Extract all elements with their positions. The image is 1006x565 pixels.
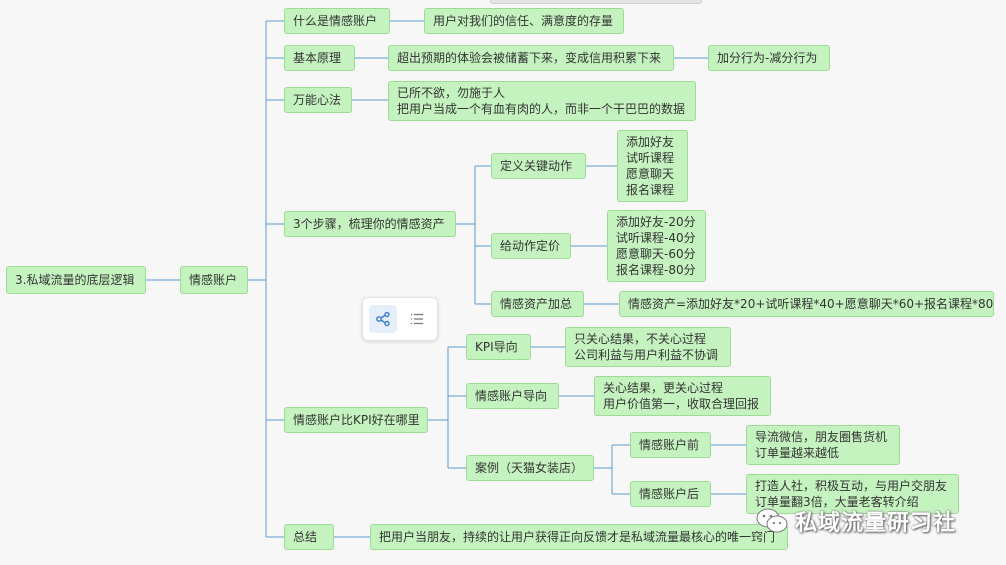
principle-sub[interactable]: 加分行为-减分行为 (708, 45, 830, 71)
view-mode-toolbar (362, 297, 438, 341)
universal-node[interactable]: 万能心法 (284, 87, 352, 113)
case-after-detail[interactable]: 打造人社，积极互动，与用户交朋友 订单量翻3倍，大量老客转介绍 (746, 474, 959, 514)
case-before-detail[interactable]: 导流微信，朋友圈售货机 订单量越来越低 (746, 425, 900, 465)
mindmap-icon (376, 311, 390, 327)
define-actions-detail[interactable]: 添加好友 试听课程 愿意聊天 报名课程 (617, 130, 688, 202)
asset-sum-detail[interactable]: 情感资产=添加好友*20+试听课程*40+愿意聊天*60+报名课程*80 (619, 291, 994, 317)
account-oriented-detail[interactable]: 关心结果，更关心过程 用户价值第一，收取合理回报 (594, 376, 771, 416)
case-before-node[interactable]: 情感账户前 (630, 432, 711, 458)
summary-detail[interactable]: 把用户当朋友，持续的让用户获得正向反馈才是私域流量最核心的唯一窍门 (370, 524, 788, 550)
case-node[interactable]: 案例（天猫女装店） (466, 455, 594, 481)
list-icon (411, 313, 423, 325)
kpi-compare-node[interactable]: 情感账户比KPI好在哪里 (284, 407, 428, 433)
top-scroll-hint (490, 0, 702, 4)
watermark: 私域流量研习社 (755, 505, 956, 537)
universal-detail[interactable]: 已所不欲，勿施于人把用户当成一个有血有肉的人，而非一个干巴巴的数据 (388, 81, 696, 121)
asset-sum-node[interactable]: 情感资产加总 (491, 291, 584, 317)
watermark-text: 私域流量研习社 (795, 511, 957, 536)
wechat-icon (756, 508, 788, 533)
kpi-oriented-node[interactable]: KPI导向 (466, 334, 531, 360)
case-after-node[interactable]: 情感账户后 (630, 481, 711, 507)
summary-node[interactable]: 总结 (284, 524, 334, 550)
steps-node[interactable]: 3个步骤，梳理你的情感资产 (284, 211, 456, 237)
root-topic[interactable]: 3.私域流量的底层逻辑 (6, 266, 146, 294)
principle-node[interactable]: 基本原理 (284, 45, 355, 71)
mindmap-view-button[interactable] (369, 305, 397, 333)
price-actions-detail[interactable]: 添加好友-20分 试听课程-40分 愿意聊天-60分 报名课程-80分 (607, 210, 706, 282)
what-is-detail[interactable]: 用户对我们的信任、满意度的存量 (424, 8, 624, 34)
what-is-node[interactable]: 什么是情感账户 (284, 8, 390, 34)
define-actions-node[interactable]: 定义关键动作 (491, 153, 586, 179)
center-topic[interactable]: 情感账户 (180, 266, 248, 294)
price-actions-node[interactable]: 给动作定价 (491, 233, 571, 259)
principle-detail[interactable]: 超出预期的体验会被储蓄下来，变成信用积累下来 (388, 45, 674, 71)
list-view-button[interactable] (403, 305, 431, 333)
account-oriented-node[interactable]: 情感账户导向 (466, 383, 559, 409)
kpi-oriented-detail[interactable]: 只关心结果，不关心过程 公司利益与用户利益不协调 (565, 327, 731, 367)
